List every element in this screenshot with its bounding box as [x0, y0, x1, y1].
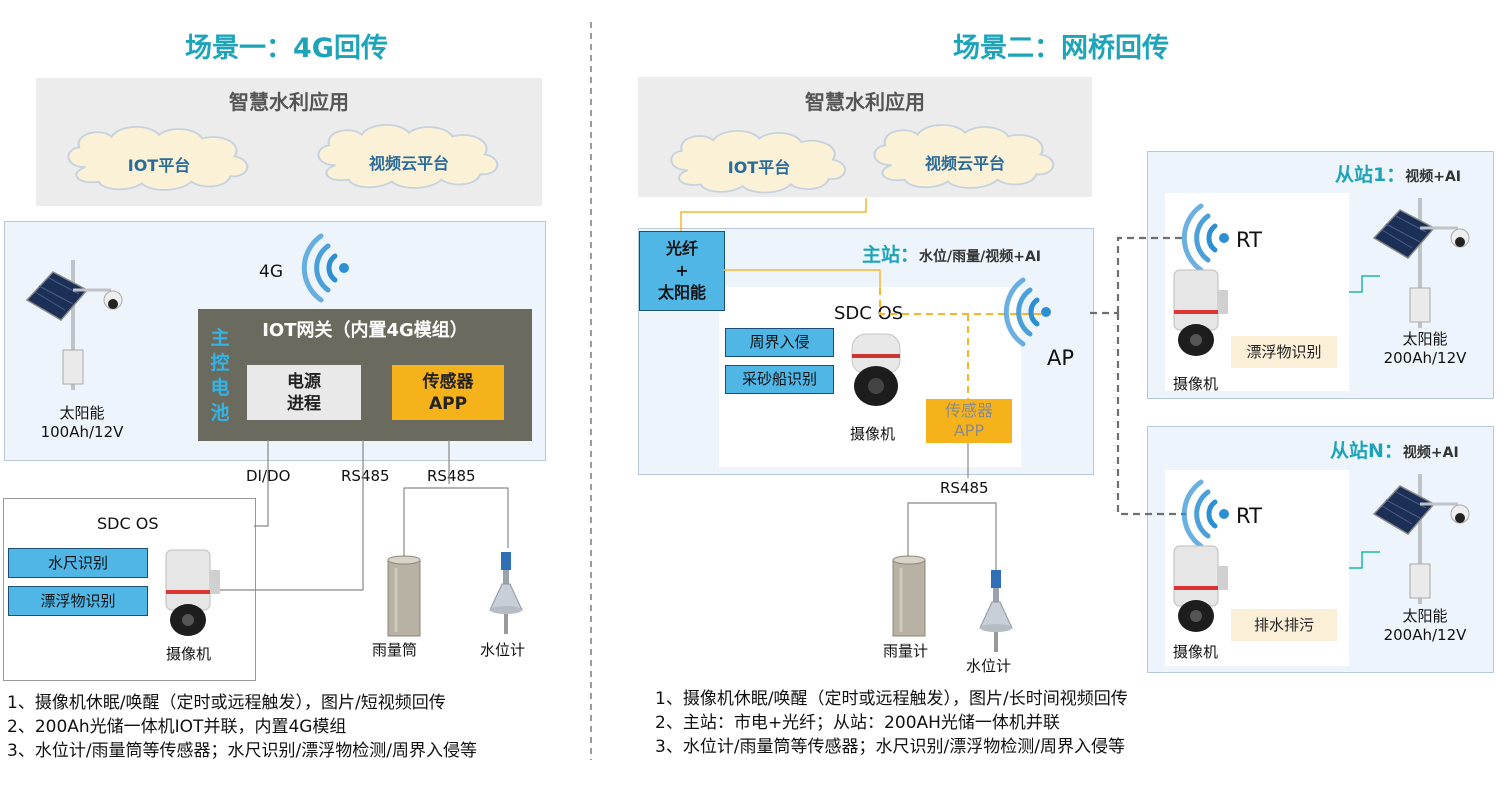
right-camera-label: 摄像机	[850, 425, 896, 443]
slaveN-desc: 视频+AI	[1402, 445, 1459, 461]
right-sdc-title: SDC OS	[834, 303, 904, 324]
right-rain-gauge-icon	[891, 554, 927, 638]
right-rain-label: 雨量计	[883, 642, 929, 660]
slave1-desc: 视频+AI	[1405, 169, 1462, 185]
sensor-app-label: 传感器APP	[422, 371, 474, 414]
tag-perimeter: 周界入侵	[725, 328, 834, 357]
right-water-label: 水位计	[966, 657, 1012, 675]
left-note-3: 3、水位计/雨量筒等传感器；水尺识别/漂浮物检测/周界入侵等	[7, 741, 477, 761]
left-app-panel-title: 智慧水利应用	[229, 90, 349, 114]
main-station-heading: 主站：水位/雨量/视频+AI	[862, 240, 1041, 267]
port-rs485-b: RS485	[427, 467, 476, 485]
slave1-tag: 漂浮物识别	[1231, 336, 1337, 368]
left-cloud-video-label: 视频云平台	[368, 154, 449, 173]
main-station-label: 主站：	[862, 244, 920, 266]
right-notes: 1、摄像机休眠/唤醒（定时或远程触发），图片/长时间视频回传 2、主站：市电+光…	[655, 687, 1128, 759]
slave1-solar-label: 太阳能 200Ah/12V	[1383, 330, 1467, 367]
main-station-desc: 水位/雨量/视频+AI	[919, 249, 1042, 265]
tag-water-gauge: 水尺识别	[8, 548, 148, 578]
right-water-level-icon	[979, 569, 1013, 653]
left-cloud-iot-label: IOT平台	[127, 156, 191, 175]
right-sensor-app-box: 传感器 APP	[926, 399, 1012, 443]
left-notes: 1、摄像机休眠/唤醒（定时或远程触发），图片/短视频回传 2、200Ah光储一体…	[7, 691, 477, 763]
right-note-1: 1、摄像机休眠/唤醒（定时或远程触发），图片/长时间视频回传	[655, 689, 1128, 709]
left-solar-label: 太阳能 100Ah/12V	[40, 404, 124, 441]
tag-sand-boat: 采砂船识别	[725, 365, 834, 394]
fiber-solar-box: 光纤 + 太阳能	[639, 231, 725, 311]
left-signal-label: 4G	[259, 262, 283, 282]
right-rs485-split	[907, 502, 997, 590]
right-note-2: 2、主站：市电+光纤；从站：200AH光储一体机并联	[655, 713, 1060, 733]
right-rs485-label: RS485	[940, 479, 989, 497]
slave1-label: 从站1：	[1335, 164, 1406, 186]
port-dido: DI/DO	[246, 467, 291, 485]
left-water-label: 水位计	[480, 641, 526, 659]
right-sensor-app-label: 传感器 APP	[944, 401, 993, 440]
left-scene-title: 场景一：4G回传	[185, 33, 388, 64]
fiber-solar-label: 光纤 + 太阳能	[657, 239, 706, 302]
slaveN-rt: RT	[1236, 504, 1262, 528]
tag-floating: 漂浮物识别	[8, 586, 148, 616]
left-camera-label: 摄像机	[166, 645, 212, 663]
port-rs485-a: RS485	[341, 467, 390, 485]
right-scene-title: 场景二：网桥回传	[953, 33, 1169, 64]
right-note-3: 3、水位计/雨量筒等传感器；水尺识别/漂浮物检测/周界入侵等	[655, 737, 1125, 757]
ap-label: AP	[1047, 346, 1075, 370]
right-cloud-video-label: 视频云平台	[924, 154, 1005, 173]
left-note-2: 2、200Ah光储一体机IOT并联，内置4G模组	[7, 717, 347, 737]
slave1-heading: 从站1：视频+AI	[1335, 160, 1461, 187]
slave1-camera-label: 摄像机	[1173, 375, 1219, 393]
right-app-panel-title: 智慧水利应用	[805, 90, 925, 114]
slaveN-heading: 从站N：视频+AI	[1330, 436, 1459, 463]
left-rain-gauge-icon	[386, 554, 422, 638]
sensor-app-box: 传感器APP	[392, 365, 504, 420]
slaveN-tag: 排水排污	[1231, 609, 1337, 641]
slave1-rt: RT	[1236, 228, 1262, 252]
left-water-level-icon	[489, 551, 523, 635]
left-note-1: 1、摄像机休眠/唤醒（定时或远程触发），图片/短视频回传	[7, 693, 446, 713]
left-rain-label: 雨量筒	[372, 641, 418, 659]
power-process-box: 电源进程	[247, 365, 361, 420]
slaveN-camera-label: 摄像机	[1173, 643, 1219, 661]
slaveN-solar-label: 太阳能 200Ah/12V	[1383, 607, 1467, 644]
gateway-title: IOT网关（内置4G模组）	[262, 320, 468, 341]
left-sdc-title: SDC OS	[97, 514, 159, 533]
gateway-side-label: 主控电池	[210, 327, 230, 424]
slaveN-label: 从站N：	[1330, 440, 1403, 462]
power-process-label: 电源进程	[287, 371, 321, 414]
right-cloud-iot-label: IOT平台	[727, 158, 791, 177]
rs485b-split	[403, 487, 509, 558]
cloud-to-fiber-line	[680, 198, 867, 231]
